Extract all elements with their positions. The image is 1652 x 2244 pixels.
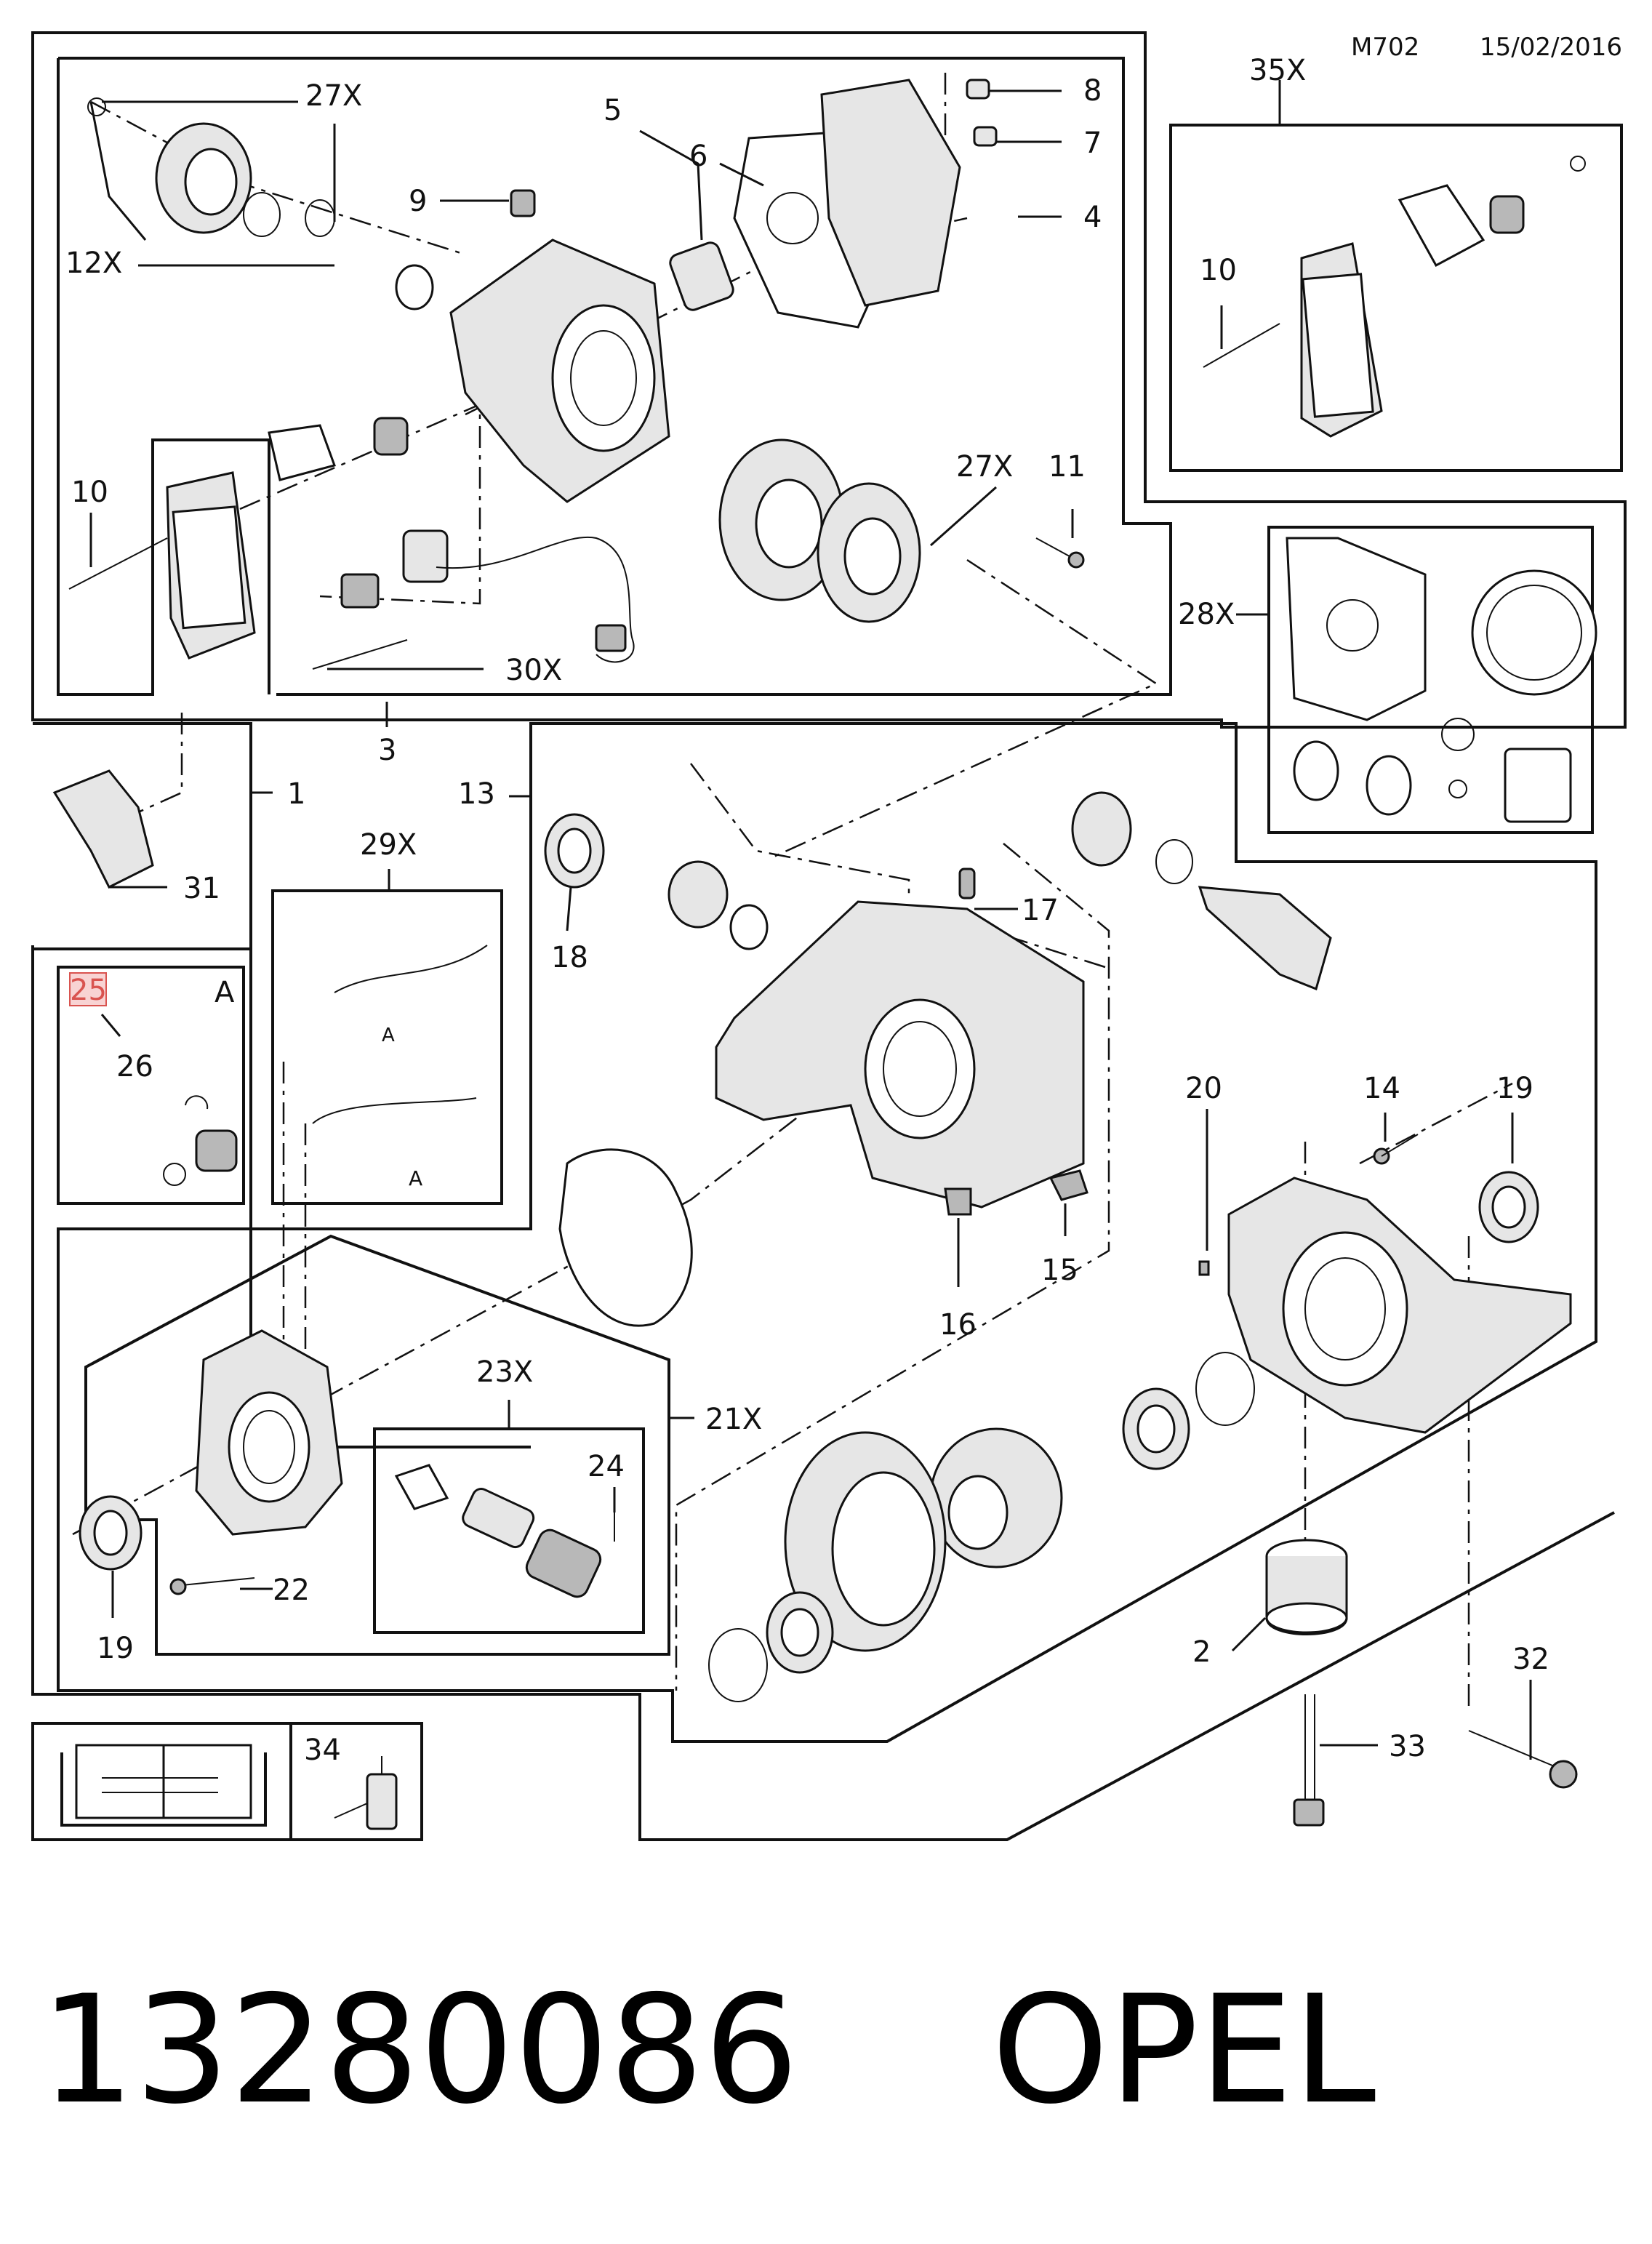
part-number: 13280086	[40, 1964, 799, 2137]
callout-5: 5	[604, 94, 622, 127]
callout-24: 24	[588, 1450, 625, 1483]
leader-lines	[89, 80, 1532, 1760]
callout-9: 9	[409, 185, 427, 218]
diagram-code: M702	[1351, 33, 1419, 62]
callout-17: 17	[1022, 894, 1059, 927]
callout-10-left: 10	[71, 476, 108, 509]
callout-8: 8	[1083, 74, 1102, 108]
callout-30x: 30X	[505, 654, 562, 687]
callout-a-box: A	[214, 976, 235, 1009]
callout-18: 18	[551, 941, 588, 974]
callout-20: 20	[1185, 1072, 1222, 1105]
box-29x	[271, 889, 503, 1205]
callout-2: 2	[1192, 1635, 1211, 1669]
callout-23x: 23X	[476, 1355, 533, 1389]
callout-14: 14	[1363, 1072, 1400, 1105]
callout-labels: 27X 12X 5 6 8 7 4 9 10 27X 11 30X 3 35X …	[65, 54, 1549, 1767]
box-35x	[1169, 124, 1623, 472]
callout-11: 11	[1048, 450, 1086, 484]
callout-27x-top: 27X	[305, 79, 362, 113]
callout-7: 7	[1083, 127, 1102, 160]
box-25-26	[57, 966, 245, 1205]
callout-16: 16	[939, 1308, 977, 1342]
callout-34: 34	[304, 1734, 341, 1767]
part-drawings	[52, 79, 1597, 1830]
callout-29x: 29X	[360, 828, 417, 862]
workshop-manual-icon	[60, 1744, 267, 1827]
callout-15: 15	[1041, 1254, 1078, 1287]
callout-19-right: 19	[1496, 1072, 1533, 1105]
callout-a-2: A	[409, 1166, 422, 1190]
callout-13: 13	[458, 777, 495, 811]
callout-25: 25	[70, 974, 107, 1007]
diagram-date: 15/02/2016	[1480, 33, 1622, 62]
callout-a-1: A	[382, 1025, 395, 1046]
callout-27x-mid: 27X	[956, 450, 1013, 484]
brand-name: OPEL	[991, 1964, 1376, 2137]
sealant-tube-icon	[334, 1756, 398, 1830]
callout-26: 26	[116, 1050, 153, 1083]
callout-10-right: 10	[1200, 254, 1237, 287]
callout-22: 22	[273, 1574, 310, 1607]
highlight-box-25	[69, 972, 107, 1006]
callout-31: 31	[183, 872, 220, 905]
box-28x	[1267, 526, 1594, 834]
callout-12x: 12X	[65, 247, 122, 280]
callout-1: 1	[287, 777, 305, 811]
callout-4: 4	[1083, 201, 1102, 234]
callout-32: 32	[1512, 1643, 1549, 1676]
callout-3: 3	[378, 734, 396, 767]
callout-33: 33	[1389, 1730, 1426, 1763]
box-34	[289, 1722, 423, 1841]
callout-6: 6	[689, 140, 707, 173]
callout-28x: 28X	[1178, 598, 1235, 631]
callout-35x: 35X	[1249, 54, 1306, 87]
callout-21x: 21X	[705, 1403, 762, 1436]
footer: 13280086 OPEL	[40, 1963, 1376, 2138]
callout-19-left: 19	[97, 1632, 134, 1665]
